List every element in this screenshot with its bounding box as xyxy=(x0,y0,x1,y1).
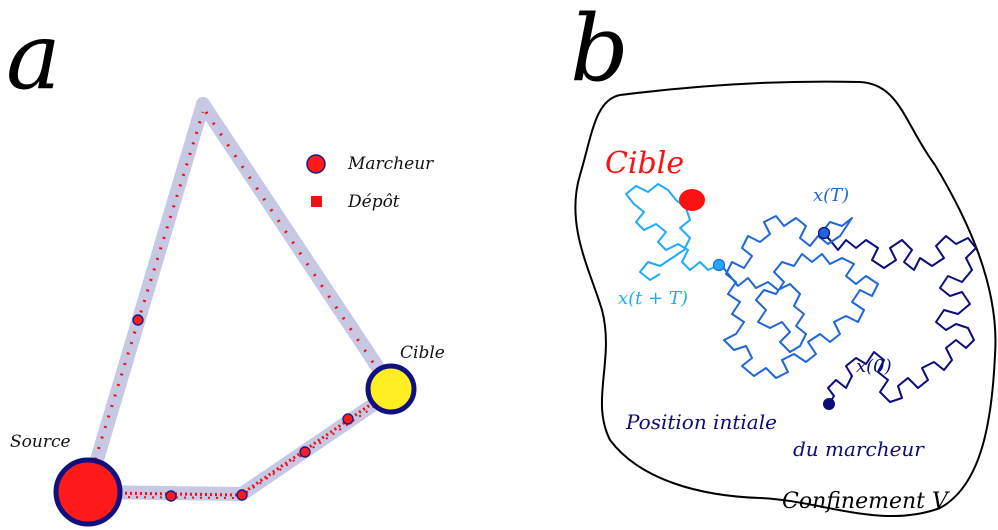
label-x0: x(0) xyxy=(856,356,892,377)
panel-b-letter: b xyxy=(570,0,629,102)
walker xyxy=(165,490,177,502)
legend: Marcheur Dépôt xyxy=(306,154,434,212)
source-label: Source xyxy=(10,432,71,452)
walk-mid xyxy=(721,215,879,379)
target-title: Cible xyxy=(605,146,684,181)
confinement-boundary xyxy=(574,80,997,517)
walk-traces xyxy=(625,183,977,405)
label-xtT: x(t + T) xyxy=(618,288,688,309)
path-lower-branch xyxy=(81,391,390,501)
walker xyxy=(132,314,144,326)
walker xyxy=(342,413,354,425)
panel-a: a Source Cible Marcheur Dépôt xyxy=(6,3,445,527)
walker xyxy=(299,446,311,458)
legend-deposit-icon xyxy=(311,196,322,207)
target-label: Cible xyxy=(400,343,445,363)
legend-walker-label: Marcheur xyxy=(347,154,434,174)
initial-position-line1: Position intiale xyxy=(625,410,777,434)
label-xT: x(T) xyxy=(813,185,849,206)
path-right-branch xyxy=(196,97,390,382)
walkers xyxy=(132,314,354,502)
initial-position-line2: du marcheur xyxy=(793,437,925,461)
panel-b: b Cible x(T) x(t + T) x(0) Position inti… xyxy=(570,0,997,517)
panel-a-letter: a xyxy=(6,3,61,110)
legend-deposit-label: Dépôt xyxy=(347,192,400,212)
source-node xyxy=(53,457,123,527)
position-xtT-marker xyxy=(712,258,726,272)
deposit-trail-left xyxy=(90,111,205,471)
walker xyxy=(236,489,248,501)
position-x0-marker xyxy=(823,398,835,410)
walk-dark xyxy=(821,231,977,405)
target-dot xyxy=(679,189,705,211)
path-left-branch xyxy=(81,97,210,497)
position-xT-marker xyxy=(817,226,831,240)
walk-light xyxy=(625,183,720,281)
confinement-label: Confinement V xyxy=(782,489,950,514)
target-node xyxy=(365,363,417,415)
deposit-trail-lower xyxy=(109,396,381,497)
legend-walker-icon xyxy=(306,154,326,174)
